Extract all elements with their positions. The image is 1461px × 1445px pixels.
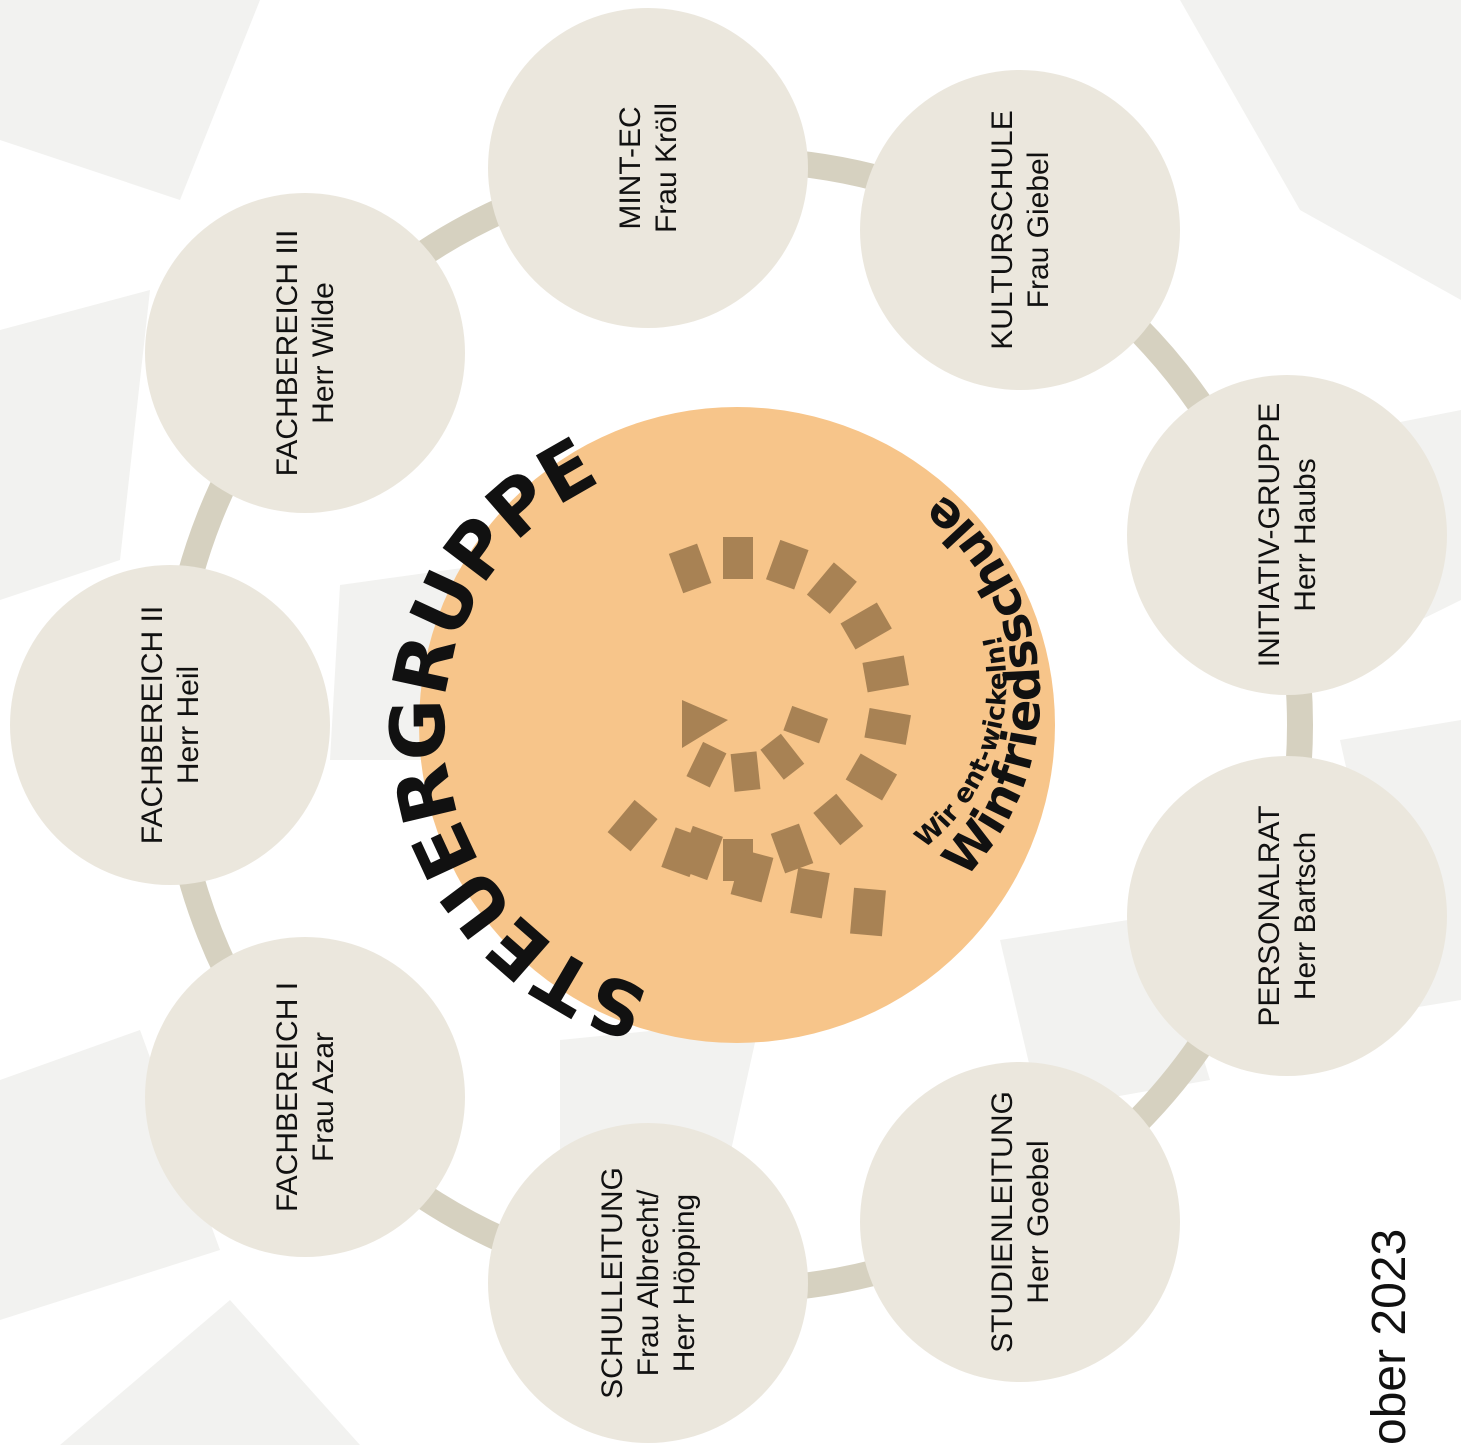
node-title: KULTURSCHULE: [986, 110, 1019, 350]
node-title: MINT-EC: [614, 106, 647, 229]
spiral-mark: [783, 705, 828, 744]
spiral-mark: [677, 825, 723, 881]
background-shape: [0, 0, 260, 200]
node-circle: [1127, 756, 1447, 1076]
node-circle: [860, 70, 1180, 390]
node-title: FACHBEREICH II: [136, 606, 169, 844]
node-person: Frau Albrecht/: [632, 1189, 665, 1376]
node-person: Herr Heil: [172, 666, 205, 784]
spiral-mark: [806, 562, 857, 614]
node-title: INITIATIV-GRUPPE: [1253, 403, 1286, 667]
node-person: Herr Höpping: [668, 1194, 701, 1372]
background-shape: [1180, 0, 1461, 300]
spiral-marks: [607, 537, 911, 937]
background-shape: [0, 290, 150, 600]
node-person: Herr Goebel: [1022, 1140, 1055, 1303]
spiral-mark: [862, 655, 910, 693]
node-title: FACHBEREICH I: [271, 982, 304, 1212]
node-circle: [860, 1062, 1180, 1382]
spiral-mark: [813, 793, 864, 846]
center-disc: [419, 407, 1055, 1043]
spiral-mark: [845, 753, 898, 801]
node-circle: [488, 1123, 808, 1443]
node-person: Frau Giebel: [1022, 152, 1055, 309]
spiral-mark: [864, 707, 911, 745]
node-person: Herr Bartsch: [1289, 832, 1322, 1000]
spiral-mark: [686, 741, 727, 788]
node-title: STUDIENLEITUNG: [986, 1091, 1019, 1353]
spiral-mark: [840, 602, 892, 650]
spiral-mark: [760, 733, 805, 780]
node-title: FACHBEREICH III: [271, 230, 304, 477]
date-label: ober 2023: [1363, 1229, 1416, 1445]
node-title: SCHULLEITUNG: [596, 1167, 629, 1399]
node-person: Frau Kröll: [650, 103, 683, 233]
node-circle: [1127, 375, 1447, 695]
node-circle: [10, 565, 330, 885]
node-circle: [145, 937, 465, 1257]
spiral-mark: [668, 543, 712, 594]
node-circle: [145, 193, 465, 513]
spiral-mark: [765, 539, 809, 590]
background-shape: [60, 1300, 360, 1445]
spiral-mark: [607, 799, 658, 852]
play-arrow-icon: [682, 700, 728, 748]
spiral-mark: [723, 537, 753, 579]
spiral-mark: [730, 751, 761, 792]
node-person: Herr Haubs: [1289, 458, 1322, 611]
node-person: Herr Wilde: [307, 282, 340, 424]
spiral-mark: [770, 823, 814, 874]
node-circle: [488, 8, 808, 328]
node-title: PERSONALRAT: [1253, 805, 1286, 1026]
spiral-mark: [730, 849, 774, 903]
spiral-mark: [790, 867, 830, 919]
spiral-mark: [850, 887, 886, 937]
node-person: Frau Azar: [307, 1032, 340, 1162]
